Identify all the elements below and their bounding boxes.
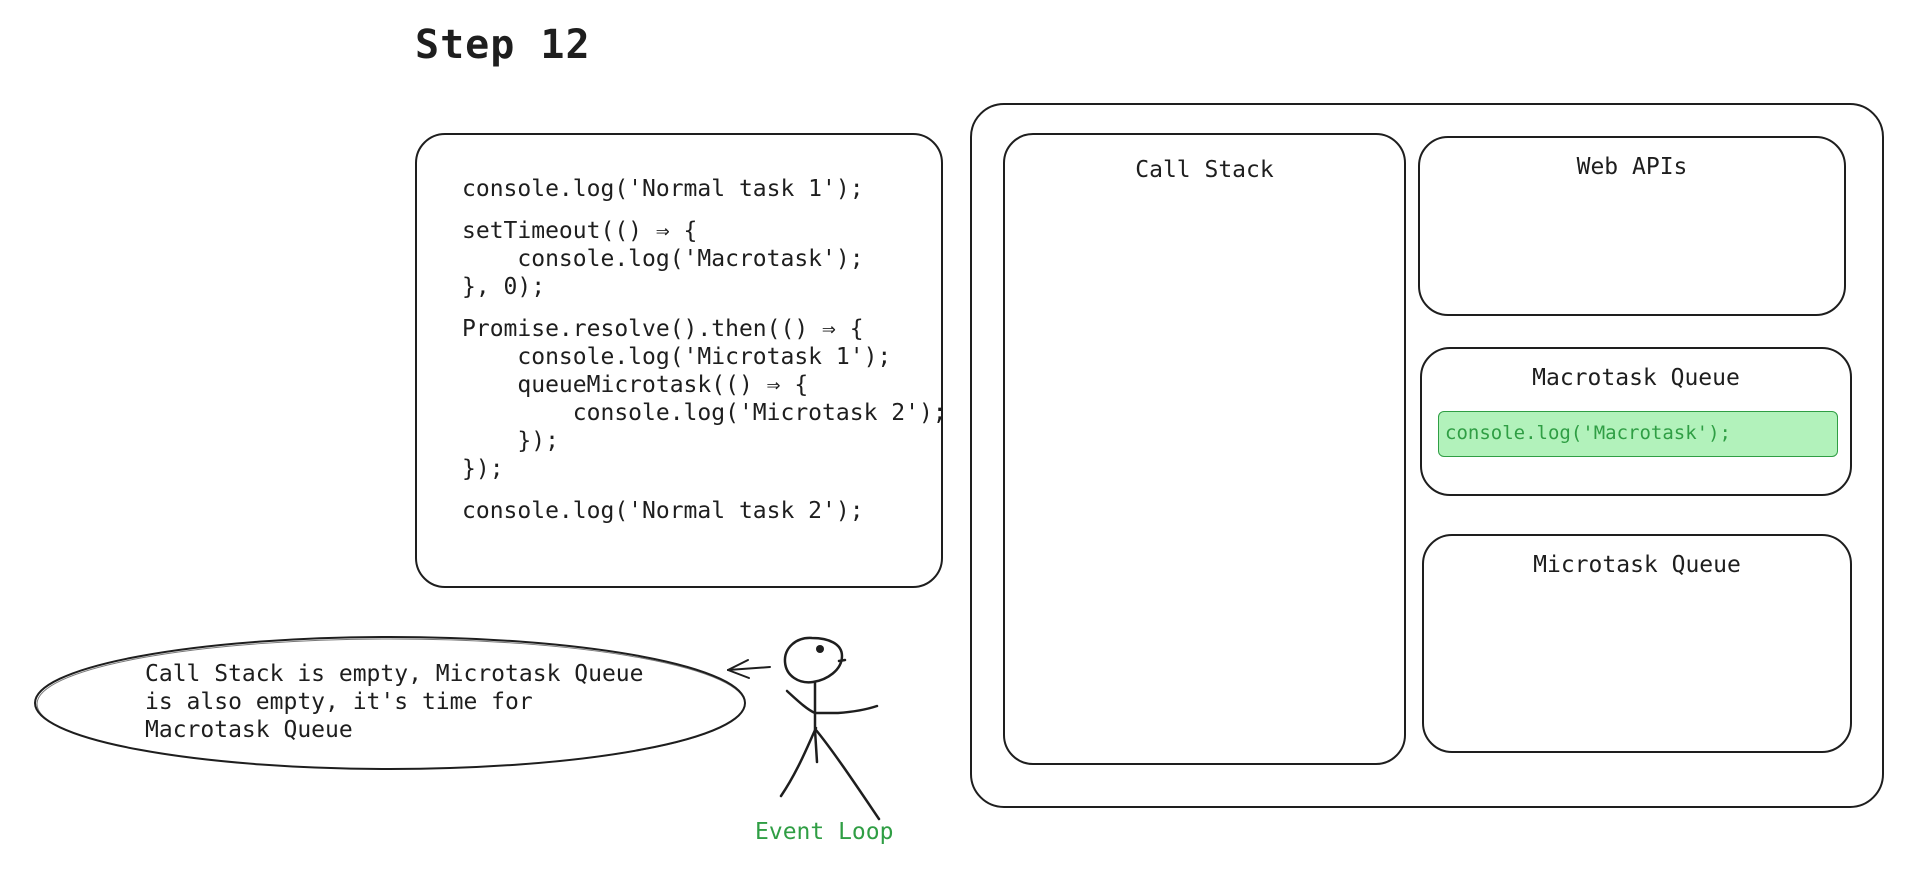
code-line: setTimeout(() ⇒ { [462,218,698,244]
web-apis-title: Web APIs [1576,154,1688,180]
code-listing: console.log('Normal task 1'); setTimeout(… [462,175,947,525]
speech-bubble-text: Call Stack is empty, Microtask Queue is … [145,661,644,743]
web-apis-panel: Web APIs [1418,136,1846,316]
macrotask-queue-title: Macrotask Queue [1532,365,1740,391]
code-line: queueMicrotask(() ⇒ { [462,372,809,398]
code-line: console.log('Normal task 1'); [462,176,864,202]
event-loop-label: Event Loop [755,819,894,845]
code-line: }); [462,428,559,454]
microtask-queue-panel: Microtask Queue [1422,534,1852,753]
code-line: console.log('Microtask 1'); [462,344,892,370]
stick-figure-icon [779,636,881,821]
code-line: }); [462,456,504,482]
code-line: console.log('Microtask 2'); [462,400,947,426]
code-panel: console.log('Normal task 1'); setTimeout(… [415,133,947,588]
microtask-queue-title: Microtask Queue [1533,552,1741,578]
runtime-panel [970,103,1884,808]
code-line: console.log('Macrotask'); [462,246,864,272]
speech-bubble [34,636,746,770]
call-stack-title: Call Stack [1135,157,1274,183]
step-title: Step 12 [415,22,591,68]
macrotask-queue-panel: Macrotask Queue console.log('Macrotask')… [1420,347,1852,496]
code-line: console.log('Normal task 2'); [462,498,864,524]
macrotask-queue-item: console.log('Macrotask'); [1438,411,1838,457]
code-line: Promise.resolve().then(() ⇒ { [462,316,864,342]
call-stack-panel: Call Stack [1003,133,1406,765]
arrow-icon [727,659,771,679]
code-line: }, 0); [462,274,546,300]
